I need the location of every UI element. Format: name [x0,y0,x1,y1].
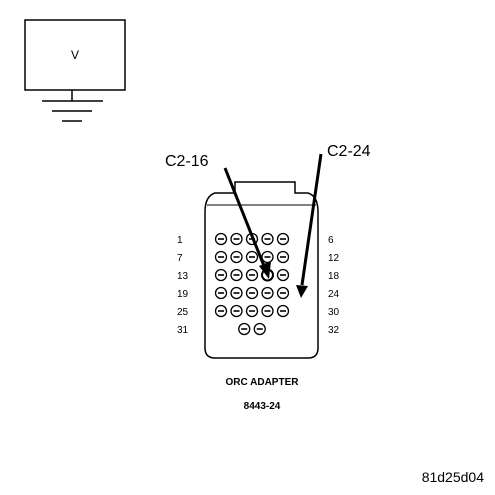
pin-grid [214,232,290,336]
pin-row-label-left: 13 [177,271,189,282]
pin-socket-22 [261,286,274,300]
pin-socket-25 [214,304,228,318]
pin-row-label-left: 7 [177,253,183,264]
pin-socket-17 [276,268,290,282]
pin-socket-21 [245,286,259,300]
pin-row-label-left: 19 [177,289,189,300]
callout-line-c2-16 [223,167,266,267]
voltmeter-symbol: V [71,48,79,62]
figure-id: 81d25d04 [422,469,485,485]
pin-row-label-right: 12 [328,253,340,264]
pin-row-label-right: 30 [328,307,340,318]
pin-socket-2 [230,232,243,246]
pin-row-label-right: 6 [328,235,334,246]
pin-socket-1 [214,232,228,246]
pin-socket-4 [261,232,274,246]
pin-socket-8 [230,250,243,264]
adapter-name: ORC ADAPTER [226,377,300,388]
pin-socket-27 [245,304,259,318]
pin-socket-29 [276,304,290,318]
pin-socket-13 [214,268,228,282]
pin-socket-5 [276,232,290,246]
pin-socket-26 [230,304,243,318]
pin-socket-31 [238,322,251,336]
orc-adapter [204,181,319,359]
callout-c2-16: C2-16 [165,153,209,170]
pin-row-label-left: 31 [177,325,189,336]
callout-line-c2-24 [300,153,323,286]
voltmeter-box [24,19,126,91]
callout-c2-24: C2-24 [327,143,371,160]
pin-socket-7 [214,250,228,264]
pin-row-label-left: 25 [177,307,189,318]
pin-row-label-right: 32 [328,325,340,336]
pin-socket-28 [261,304,274,318]
pin-socket-9 [245,250,259,264]
ground-icon [42,100,103,122]
callout-arrowhead-c2-16 [259,261,271,279]
pin-row-labels: 1 6 7 12 13 18 19 24 25 30 31 32 [177,235,340,336]
pin-socket-19 [214,286,228,300]
pin-row-label-left: 1 [177,235,183,246]
adapter-part-number: 8443-24 [244,401,281,412]
pin-row-label-right: 18 [328,271,340,282]
pin-socket-14 [230,268,243,282]
pin-socket-20 [230,286,243,300]
callout-lines [223,153,323,298]
pin-row-label-right: 24 [328,289,340,300]
pin-socket-23 [276,286,290,300]
pin-socket-32 [253,322,266,336]
voltmeter: V [24,19,126,122]
pin-socket-10 [261,250,274,264]
callout-arrowhead-c2-24 [296,285,308,298]
pin-socket-11 [276,250,290,264]
pin-socket-15 [245,268,259,282]
